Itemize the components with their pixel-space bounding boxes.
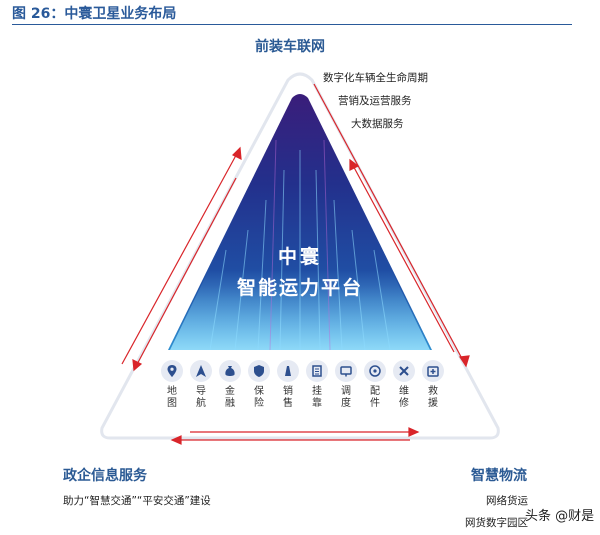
service-item-repair: 维修 bbox=[391, 360, 417, 410]
right-item-1: 网络货运 bbox=[486, 495, 528, 507]
service-item-sales: 销售 bbox=[275, 360, 301, 410]
service-item-finance: 金融 bbox=[217, 360, 243, 410]
cycle-arrows bbox=[121, 83, 470, 445]
left-subtitle: 助力“智慧交通”“平安交通”建设 bbox=[63, 495, 211, 507]
service-label-parts: 配件 bbox=[370, 386, 380, 409]
service-label-finance: 金融 bbox=[225, 386, 235, 409]
service-label-navigation: 导航 bbox=[196, 386, 206, 409]
car-sales-icon bbox=[277, 360, 299, 382]
document-list-icon bbox=[306, 360, 328, 382]
service-item-dispatch: 调度 bbox=[333, 360, 359, 410]
service-item-insurance: 保险 bbox=[246, 360, 272, 410]
right-item-2: 网货数字园区 bbox=[465, 517, 528, 529]
watermark-text: 头条 @财是 bbox=[525, 509, 595, 524]
right-title: 智慧物流 bbox=[471, 468, 527, 484]
top-item-2: 营销及运营服务 bbox=[338, 95, 412, 107]
service-label-repair: 维修 bbox=[399, 386, 409, 409]
shield-icon bbox=[248, 360, 270, 382]
top-item-1: 数字化车辆全生命周期 bbox=[323, 72, 428, 84]
figure-title: 图 26：中寰卫星业务布局 bbox=[12, 6, 177, 22]
left-title: 政企信息服务 bbox=[63, 468, 147, 484]
service-item-rescue: 救援 bbox=[420, 360, 446, 410]
service-item-navigation: 导航 bbox=[188, 360, 214, 410]
wheel-parts-icon bbox=[364, 360, 386, 382]
top-title: 前装车联网 bbox=[255, 39, 325, 55]
top-item-3: 大数据服务 bbox=[351, 118, 404, 130]
wrench-tools-icon bbox=[393, 360, 415, 382]
service-label-sales: 销售 bbox=[283, 386, 293, 409]
first-aid-icon bbox=[422, 360, 444, 382]
service-item-map: 地图 bbox=[159, 360, 185, 410]
service-item-parts: 配件 bbox=[362, 360, 388, 410]
service-item-affiliation: 挂靠 bbox=[304, 360, 330, 410]
title-rule bbox=[12, 24, 572, 25]
service-label-dispatch: 调度 bbox=[341, 386, 351, 409]
dispatch-monitor-icon bbox=[335, 360, 357, 382]
service-row: 地图 导航 金融 保险 销售 挂靠 调度 配件 维修 救援 bbox=[155, 360, 445, 420]
money-bag-icon bbox=[219, 360, 241, 382]
service-label-rescue: 救援 bbox=[428, 386, 438, 409]
map-pin-icon bbox=[161, 360, 183, 382]
service-label-insurance: 保险 bbox=[254, 386, 264, 409]
service-label-affiliation: 挂靠 bbox=[312, 386, 322, 409]
service-label-map: 地图 bbox=[167, 386, 177, 409]
platform-light-streaks bbox=[170, 139, 430, 350]
navigation-icon bbox=[190, 360, 212, 382]
